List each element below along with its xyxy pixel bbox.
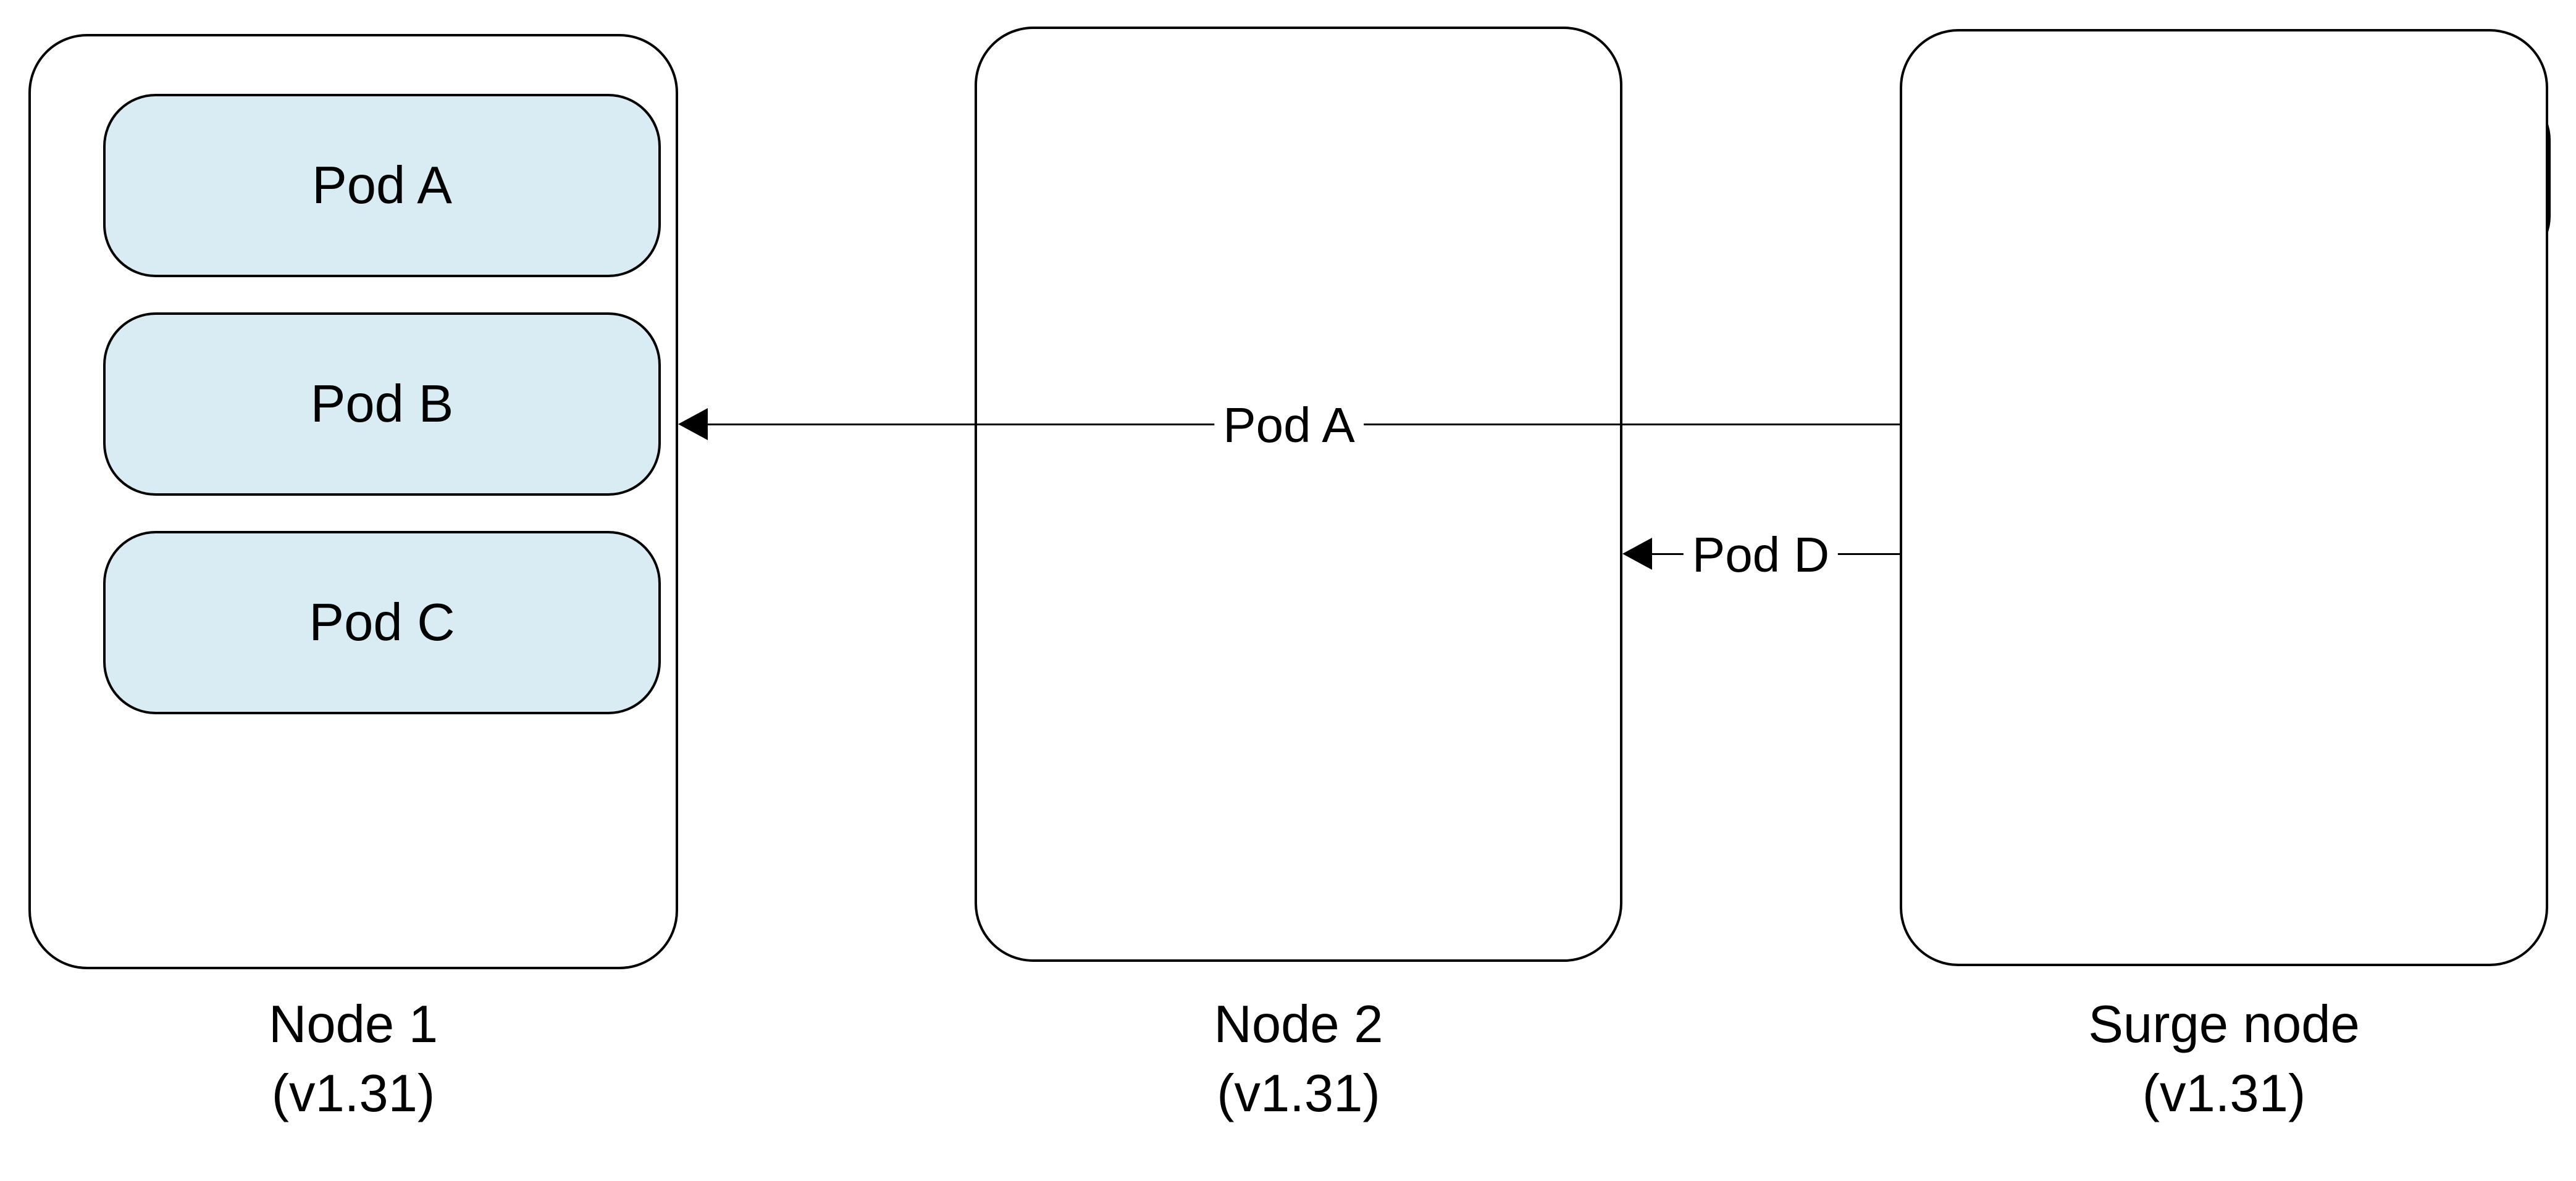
node2-caption: Node 2 (v1.31) [975,990,1622,1129]
node2-caption-name: Node 2 [1214,995,1383,1054]
pod-a-arrowhead-icon [678,408,708,440]
pod-b-label: Pod B [310,375,454,433]
node1-caption-name: Node 1 [268,995,438,1054]
pod-d-arrowhead-icon [1622,538,1652,570]
pod-c-label: Pod C [309,593,455,652]
pod-d-arrow-label: Pod D [1683,528,1839,582]
pod-a-label: Pod A [312,156,452,215]
node2-box: Pod D [975,27,2551,962]
node2-caption-version: (v1.31) [1217,1064,1380,1123]
pod-a-arrow-label: Pod A [1214,398,1364,453]
pod-a-box: Pod A [103,94,661,277]
surge-node-caption: Surge node (v1.31) [1900,990,2548,1129]
node1-caption: Node 1 (v1.31) [28,990,678,1129]
surge-node-caption-version: (v1.31) [2142,1064,2306,1123]
node1-caption-version: (v1.31) [271,1064,435,1123]
pod-b-box: Pod B [103,312,661,496]
surge-node-box [1900,29,2548,966]
surge-node-caption-name: Surge node [2088,995,2360,1054]
pod-c-box: Pod C [103,531,661,714]
node1-box: Pod A Pod B Pod C [28,34,678,969]
